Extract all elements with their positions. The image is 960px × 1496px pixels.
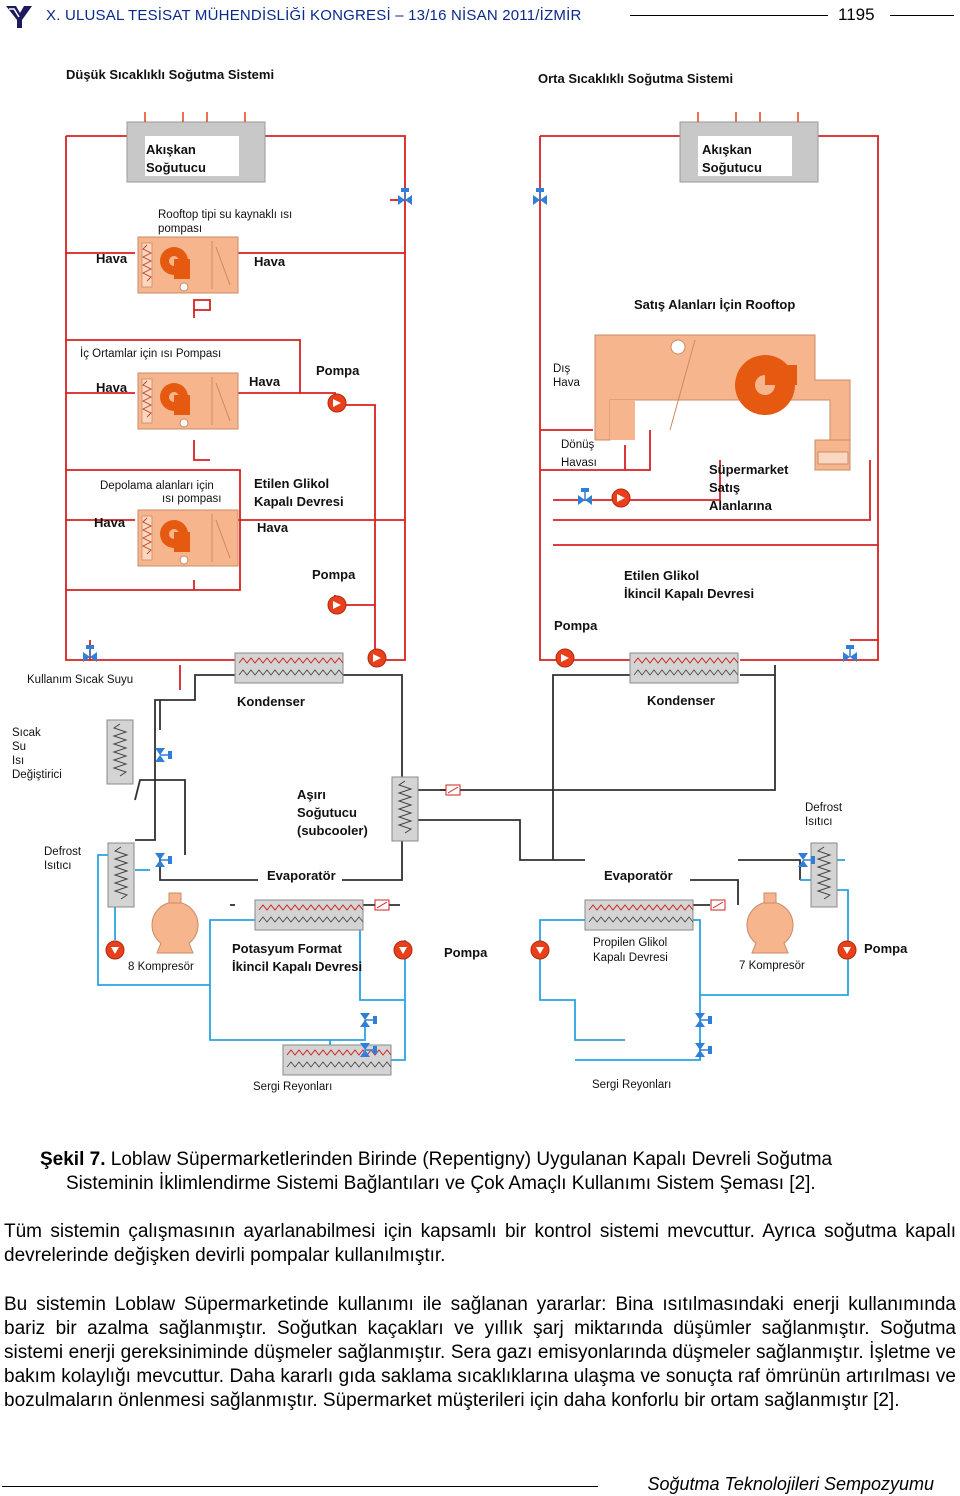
hot-water-hx-label: Isı xyxy=(12,755,24,767)
display-cases-label: Sergi Reyonları xyxy=(592,1079,671,1091)
supermarket-label: Satış xyxy=(709,480,740,495)
propylene-loop-label: Kapalı Devresi xyxy=(593,952,668,964)
air-label: Hava xyxy=(257,520,289,535)
subcooler-label: (subcooler) xyxy=(297,823,368,838)
air-label: Hava xyxy=(96,251,128,266)
defrost-label: Isıtıcı xyxy=(44,860,71,872)
air-label: Hava xyxy=(254,254,286,269)
pump-label: Pompa xyxy=(554,618,598,633)
hot-water-hx-label: Su xyxy=(12,741,26,753)
fluid-cooler-label: Akışkan xyxy=(146,142,196,157)
congress-title: X. ULUSAL TESİSAT MÜHENDİSLİĞİ KONGRESİ … xyxy=(46,7,582,24)
header-rule-right xyxy=(890,15,954,16)
ethylene-secondary-label: İkincil Kapalı Devresi xyxy=(624,586,754,601)
caption-line-2: Sisteminin İklimlendirme Sistemi Bağlant… xyxy=(66,1173,816,1194)
congress-logo xyxy=(6,6,32,28)
rooftop-hp-label: pompası xyxy=(158,223,202,235)
potassium-loop-label: Potasyum Format xyxy=(232,941,342,956)
defrost-label: Isıtıcı xyxy=(805,816,832,828)
system-diagram: Düşük Sıcaklıklı Soğutma Sistemi Orta Sı… xyxy=(12,67,908,1093)
air-label: Hava xyxy=(94,515,126,530)
evaporator-label: Evaporatör xyxy=(604,868,673,883)
pump-label: Pompa xyxy=(312,567,356,582)
sales-rooftop-unit xyxy=(594,334,851,471)
subcooler-label: Soğutucu xyxy=(297,805,357,820)
supermarket-label: Alanlarına xyxy=(709,498,773,513)
header-rule xyxy=(630,15,828,16)
defrost-label: Defrost xyxy=(805,802,843,814)
footer-text: Soğutma Teknolojileri Sempozyumu xyxy=(647,1474,934,1494)
compressor-label: 7 Kompresör xyxy=(739,960,805,972)
subcooler-label: Aşırı xyxy=(297,787,326,802)
air-label: Hava xyxy=(96,380,128,395)
return-air-label: Dönüş xyxy=(561,439,594,451)
ethylene-closed-label: Etilen Glikol xyxy=(254,476,329,491)
paragraph-control: Tüm sistemin çalışmasının ayarlanabilmes… xyxy=(4,1221,956,1266)
sales-rooftop-label: Satış Alanları İçin Rooftop xyxy=(634,297,795,312)
right-title: Orta Sıcaklıklı Soğutma Sistemi xyxy=(538,71,733,86)
pump-label: Pompa xyxy=(444,945,488,960)
figure-number: Şekil 7. xyxy=(40,1149,106,1170)
pump-label: Pompa xyxy=(864,941,908,956)
hot-water-hx-label: Değiştirici xyxy=(12,769,62,781)
supermarket-label: Süpermarket xyxy=(709,462,789,477)
return-air-label: Havası xyxy=(561,457,597,469)
caption-line-1: Loblaw Süpermarketlerinden Birinde (Repe… xyxy=(105,1149,833,1170)
ethylene-secondary-label: Etilen Glikol xyxy=(624,568,699,583)
pump-label: Pompa xyxy=(316,363,360,378)
hot-water-hx-label: Sıcak xyxy=(12,727,41,739)
defrost-label: Defrost xyxy=(44,846,82,858)
left-title: Düşük Sıcaklıklı Soğutma Sistemi xyxy=(66,67,274,82)
footer-rule xyxy=(2,1486,598,1487)
fluid-cooler-label: Soğutucu xyxy=(702,160,762,175)
hot-water-use-label: Kullanım Sıcak Suyu xyxy=(27,674,133,686)
potassium-loop-label: İkincil Kapalı Devresi xyxy=(232,959,362,974)
condenser-label: Kondenser xyxy=(237,694,305,709)
paragraph-benefits: Bu sistemin Loblaw Süpermarketinde kulla… xyxy=(4,1294,956,1411)
evaporator-label: Evaporatör xyxy=(267,868,336,883)
figure-caption: Şekil 7. Loblaw Süpermarketlerinden Biri… xyxy=(40,1148,940,1196)
fluid-cooler-label: Akışkan xyxy=(702,142,752,157)
storage-hp-label: ısı pompası xyxy=(162,493,221,505)
display-cases-label: Sergi Reyonları xyxy=(253,1081,332,1093)
rooftop-hp-label: Rooftop tipi su kaynaklı ısı xyxy=(158,209,292,221)
fluid-cooler-label: Soğutucu xyxy=(146,160,206,175)
outside-air-label: Dış xyxy=(553,363,571,375)
storage-hp-label: Depolama alanları için xyxy=(100,480,214,492)
compressor-label: 8 Kompresör xyxy=(128,961,194,973)
interior-hp-label: İç Ortamlar için ısı Pompası xyxy=(80,347,221,360)
air-label: Hava xyxy=(249,374,281,389)
ethylene-closed-label: Kapalı Devresi xyxy=(254,494,344,509)
condenser-label: Kondenser xyxy=(647,693,715,708)
page-number: 1195 xyxy=(838,5,875,24)
outside-air-label: Hava xyxy=(553,377,580,389)
propylene-loop-label: Propilen Glikol xyxy=(593,937,667,949)
page-header: X. ULUSAL TESİSAT MÜHENDİSLİĞİ KONGRESİ … xyxy=(0,0,960,34)
